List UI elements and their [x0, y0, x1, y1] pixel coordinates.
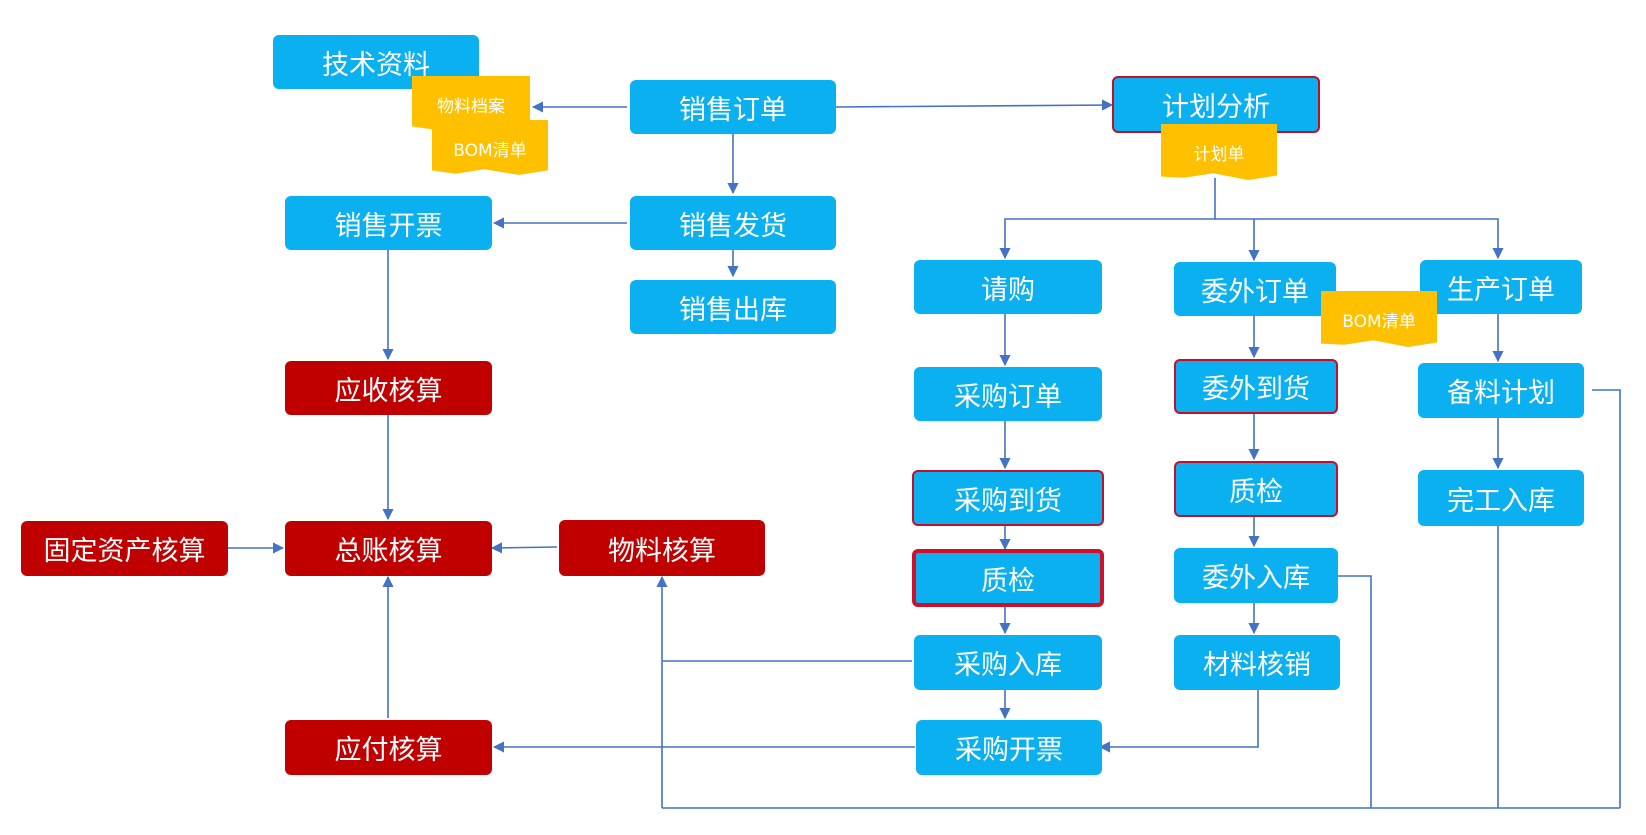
node-receivable-accounting[interactable]: 应收核算 [285, 361, 492, 415]
node-purchase-order[interactable]: 采购订单 [914, 367, 1102, 421]
edge-outsource-inbound-return [1338, 575, 1372, 808]
node-sales-invoice[interactable]: 销售开票 [285, 196, 492, 250]
node-purchase-request[interactable]: 请购 [914, 260, 1102, 314]
node-outsource-qc[interactable]: 质检 [1174, 461, 1338, 517]
edge-material-to-ledger [490, 542, 558, 554]
node-material-writeoff[interactable]: 材料核销 [1174, 635, 1340, 690]
node-general-ledger[interactable]: 总账核算 [285, 521, 492, 576]
node-material-plan[interactable]: 备料计划 [1418, 363, 1584, 418]
node-payable-accounting[interactable]: 应付核算 [285, 720, 492, 775]
note-bom-list-1: BOM清单 [432, 120, 548, 175]
node-outsource-order[interactable]: 委外订单 [1174, 262, 1336, 316]
node-sales-delivery[interactable]: 销售发货 [630, 196, 836, 250]
node-material-accounting[interactable]: 物料核算 [559, 520, 765, 576]
node-outsource-arrival[interactable]: 委外到货 [1174, 359, 1338, 414]
edge-plan-split [999, 178, 1216, 260]
edge-sales-order-to-plan-analysis [835, 99, 1114, 111]
node-completion-inbound[interactable]: 完工入库 [1418, 470, 1584, 526]
node-fixed-asset-accounting[interactable]: 固定资产核算 [21, 521, 228, 576]
node-sales-outbound[interactable]: 销售出库 [630, 280, 836, 334]
node-outsource-inbound[interactable]: 委外入库 [1174, 548, 1338, 603]
edge-material-plan-return [1592, 389, 1621, 808]
node-production-order[interactable]: 生产订单 [1420, 260, 1582, 314]
note-bom-list-2: BOM清单 [1321, 291, 1437, 347]
node-purchase-invoice[interactable]: 采购开票 [916, 720, 1102, 775]
node-purchase-inbound[interactable]: 采购入库 [914, 635, 1102, 690]
node-sales-order[interactable]: 销售订单 [630, 80, 836, 134]
edge-plan-to-production [1215, 218, 1504, 260]
node-purchase-arrival[interactable]: 采购到货 [912, 470, 1104, 526]
edge-writeoff-to-purchase-invoice [1098, 690, 1259, 753]
node-plan-analysis[interactable]: 计划分析 [1112, 76, 1320, 133]
note-plan-list: 计划单 [1161, 124, 1277, 180]
node-purchase-qc[interactable]: 质检 [912, 549, 1104, 607]
